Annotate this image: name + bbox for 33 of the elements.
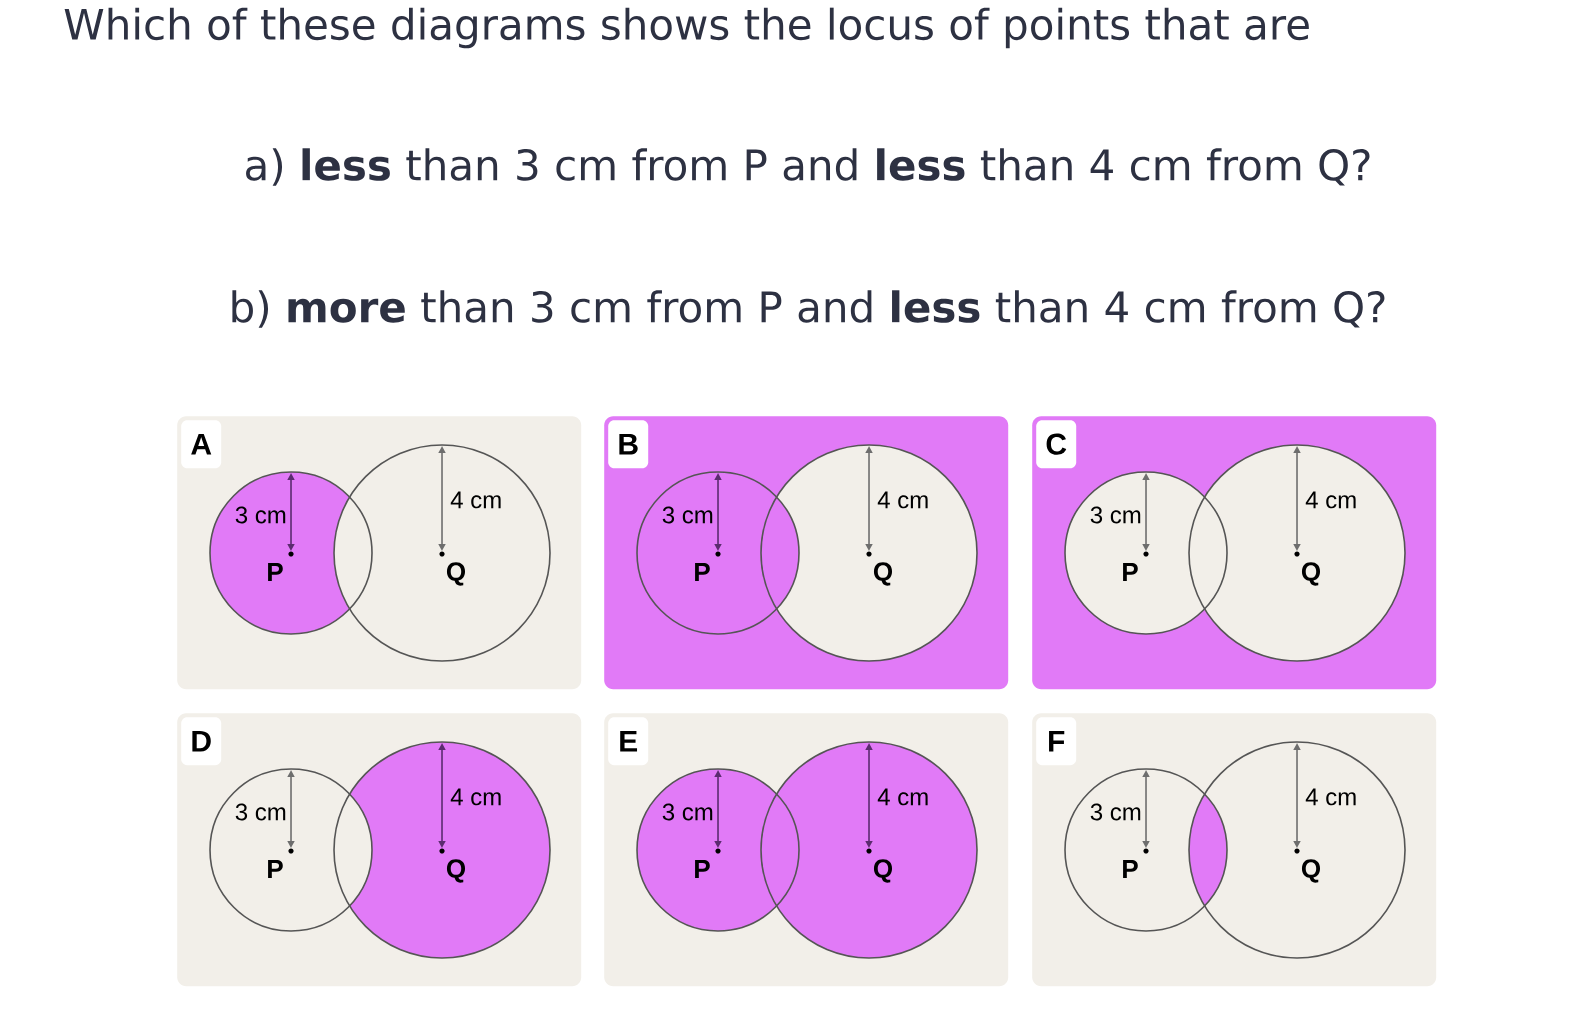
- point-label: Q: [1301, 859, 1321, 883]
- point-label: P: [268, 563, 283, 581]
- radius-label: 3 cm: [235, 506, 286, 524]
- radius-label: 3 cm: [1090, 803, 1141, 821]
- point-label: Q: [446, 859, 466, 883]
- radius-label: 4 cm: [877, 491, 928, 509]
- letter-badge: B: [608, 420, 649, 469]
- point-label: P: [695, 860, 710, 878]
- point-label: P: [695, 563, 710, 581]
- radius-label: 4 cm: [1305, 491, 1356, 509]
- letter-badge: E: [608, 717, 649, 766]
- radius-label: 4 cm: [877, 788, 928, 806]
- letter-badge: D: [181, 717, 222, 766]
- letter-badge: A: [181, 420, 222, 469]
- radius-label: 4 cm: [450, 788, 501, 806]
- radius-label: 4 cm: [1305, 788, 1356, 806]
- point-label: P: [268, 860, 283, 878]
- letter-badge: C: [1036, 420, 1077, 469]
- point-label: Q: [873, 562, 893, 586]
- point-label: Q: [446, 562, 466, 586]
- radius-label: 3 cm: [235, 803, 286, 821]
- point-label: Q: [873, 859, 893, 883]
- question-text: b) more than 3 cm from P and less than 4 cm from Q?: [232, 290, 1385, 328]
- radius-label: 3 cm: [662, 803, 713, 821]
- point-label: Q: [1301, 562, 1321, 586]
- radius-label: 4 cm: [450, 491, 501, 509]
- point-label: P: [1123, 860, 1138, 878]
- question-text: Which of these diagrams shows the locus of points that are: [64, 7, 1309, 49]
- letter-badge: F: [1036, 717, 1077, 766]
- question-text: a) less than 3 cm from P and less than 4 cm from Q?: [246, 148, 1370, 186]
- radius-label: 3 cm: [1090, 506, 1141, 524]
- point-label: P: [1123, 563, 1138, 581]
- radius-label: 3 cm: [662, 506, 713, 524]
